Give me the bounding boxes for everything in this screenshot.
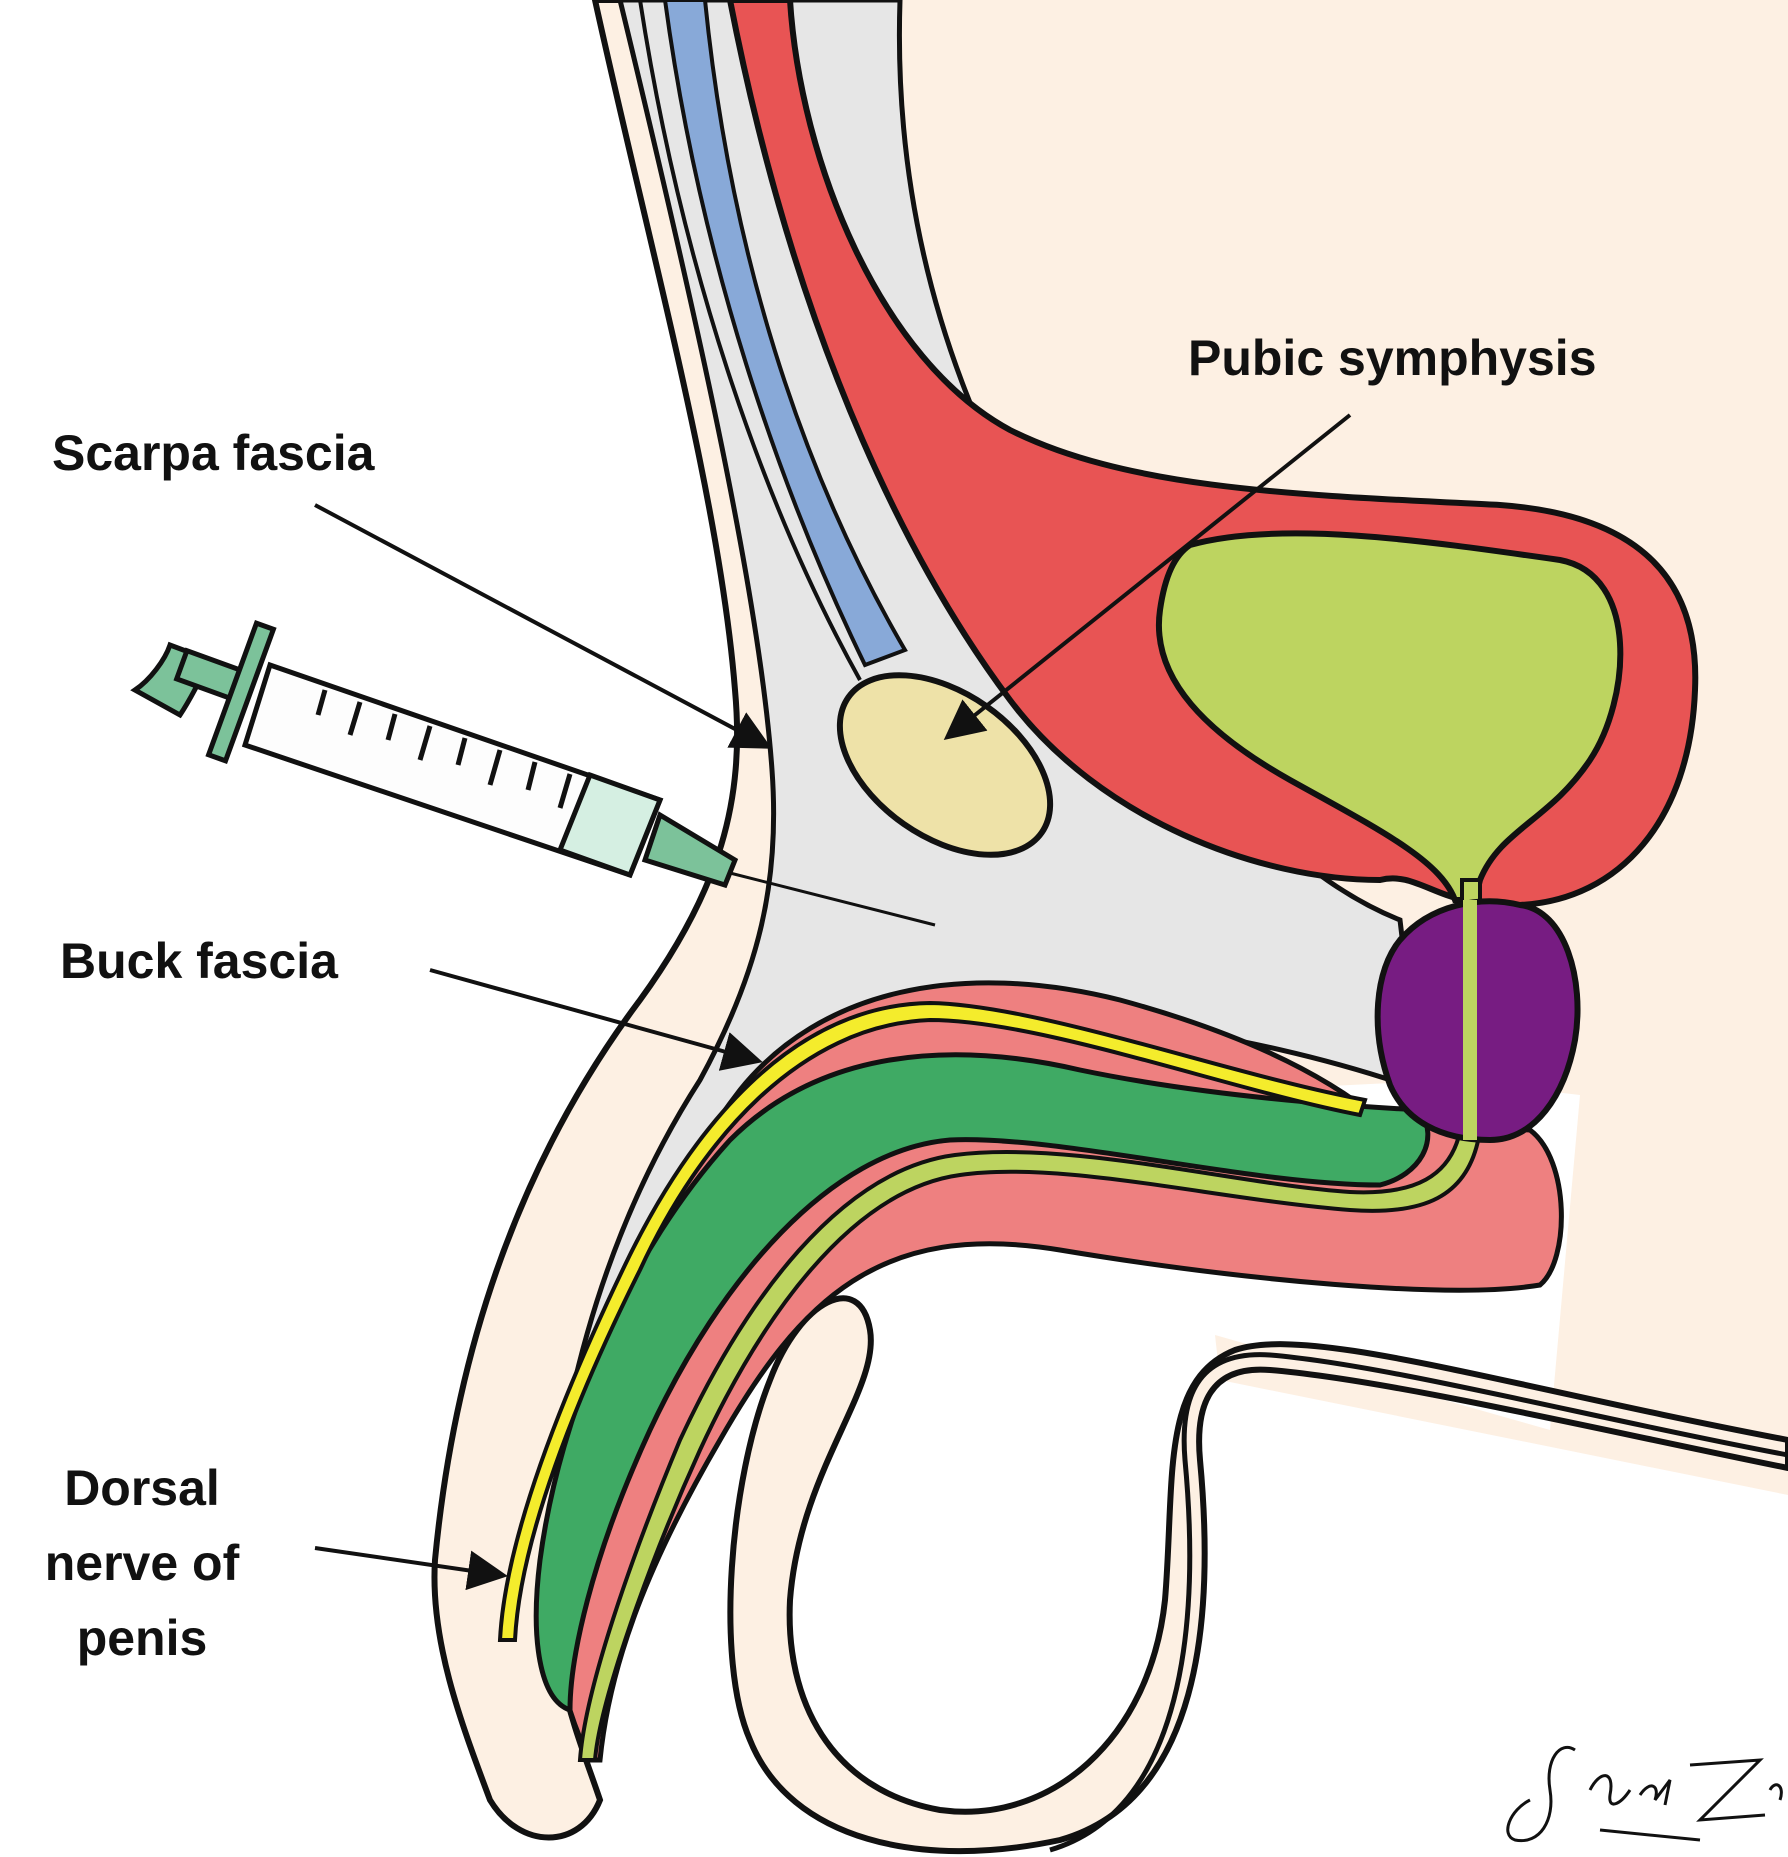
label-dorsal-nerve-line3: penis	[77, 1610, 208, 1666]
syringe-needle	[729, 871, 936, 927]
bladder	[1155, 530, 1624, 903]
syringe-tip	[641, 811, 739, 889]
urethra	[577, 878, 1482, 1762]
scrotum-outer-outline	[1049, 1352, 1788, 1853]
pubic-symphysis-leader	[943, 413, 1352, 740]
artist-signature	[1506, 1746, 1783, 1843]
label-dorsal-nerve-line1: Dorsal	[64, 1460, 220, 1516]
scarpa-fascia-leader	[314, 503, 773, 749]
prostate	[1374, 898, 1581, 1144]
syringe-graduations	[315, 689, 573, 809]
label-dorsal-nerve-line2: nerve of	[45, 1535, 240, 1591]
corpus-cavernosum	[533, 1052, 1431, 1714]
fascia-line	[638, 0, 862, 681]
dorsal-nerve	[497, 1000, 1368, 1642]
syringe-hub	[556, 771, 664, 879]
dorsal-nerve-leader	[314, 1546, 508, 1591]
syringe	[130, 619, 936, 927]
label-buck-fascia: Buck fascia	[60, 933, 339, 989]
syringe-flange	[205, 619, 277, 765]
label-pubic-symphysis: Pubic symphysis	[1188, 330, 1597, 386]
label-scarpa-fascia: Scarpa fascia	[52, 425, 376, 481]
blue-layer	[662, 0, 908, 668]
buck-fascia-leader	[429, 968, 763, 1071]
